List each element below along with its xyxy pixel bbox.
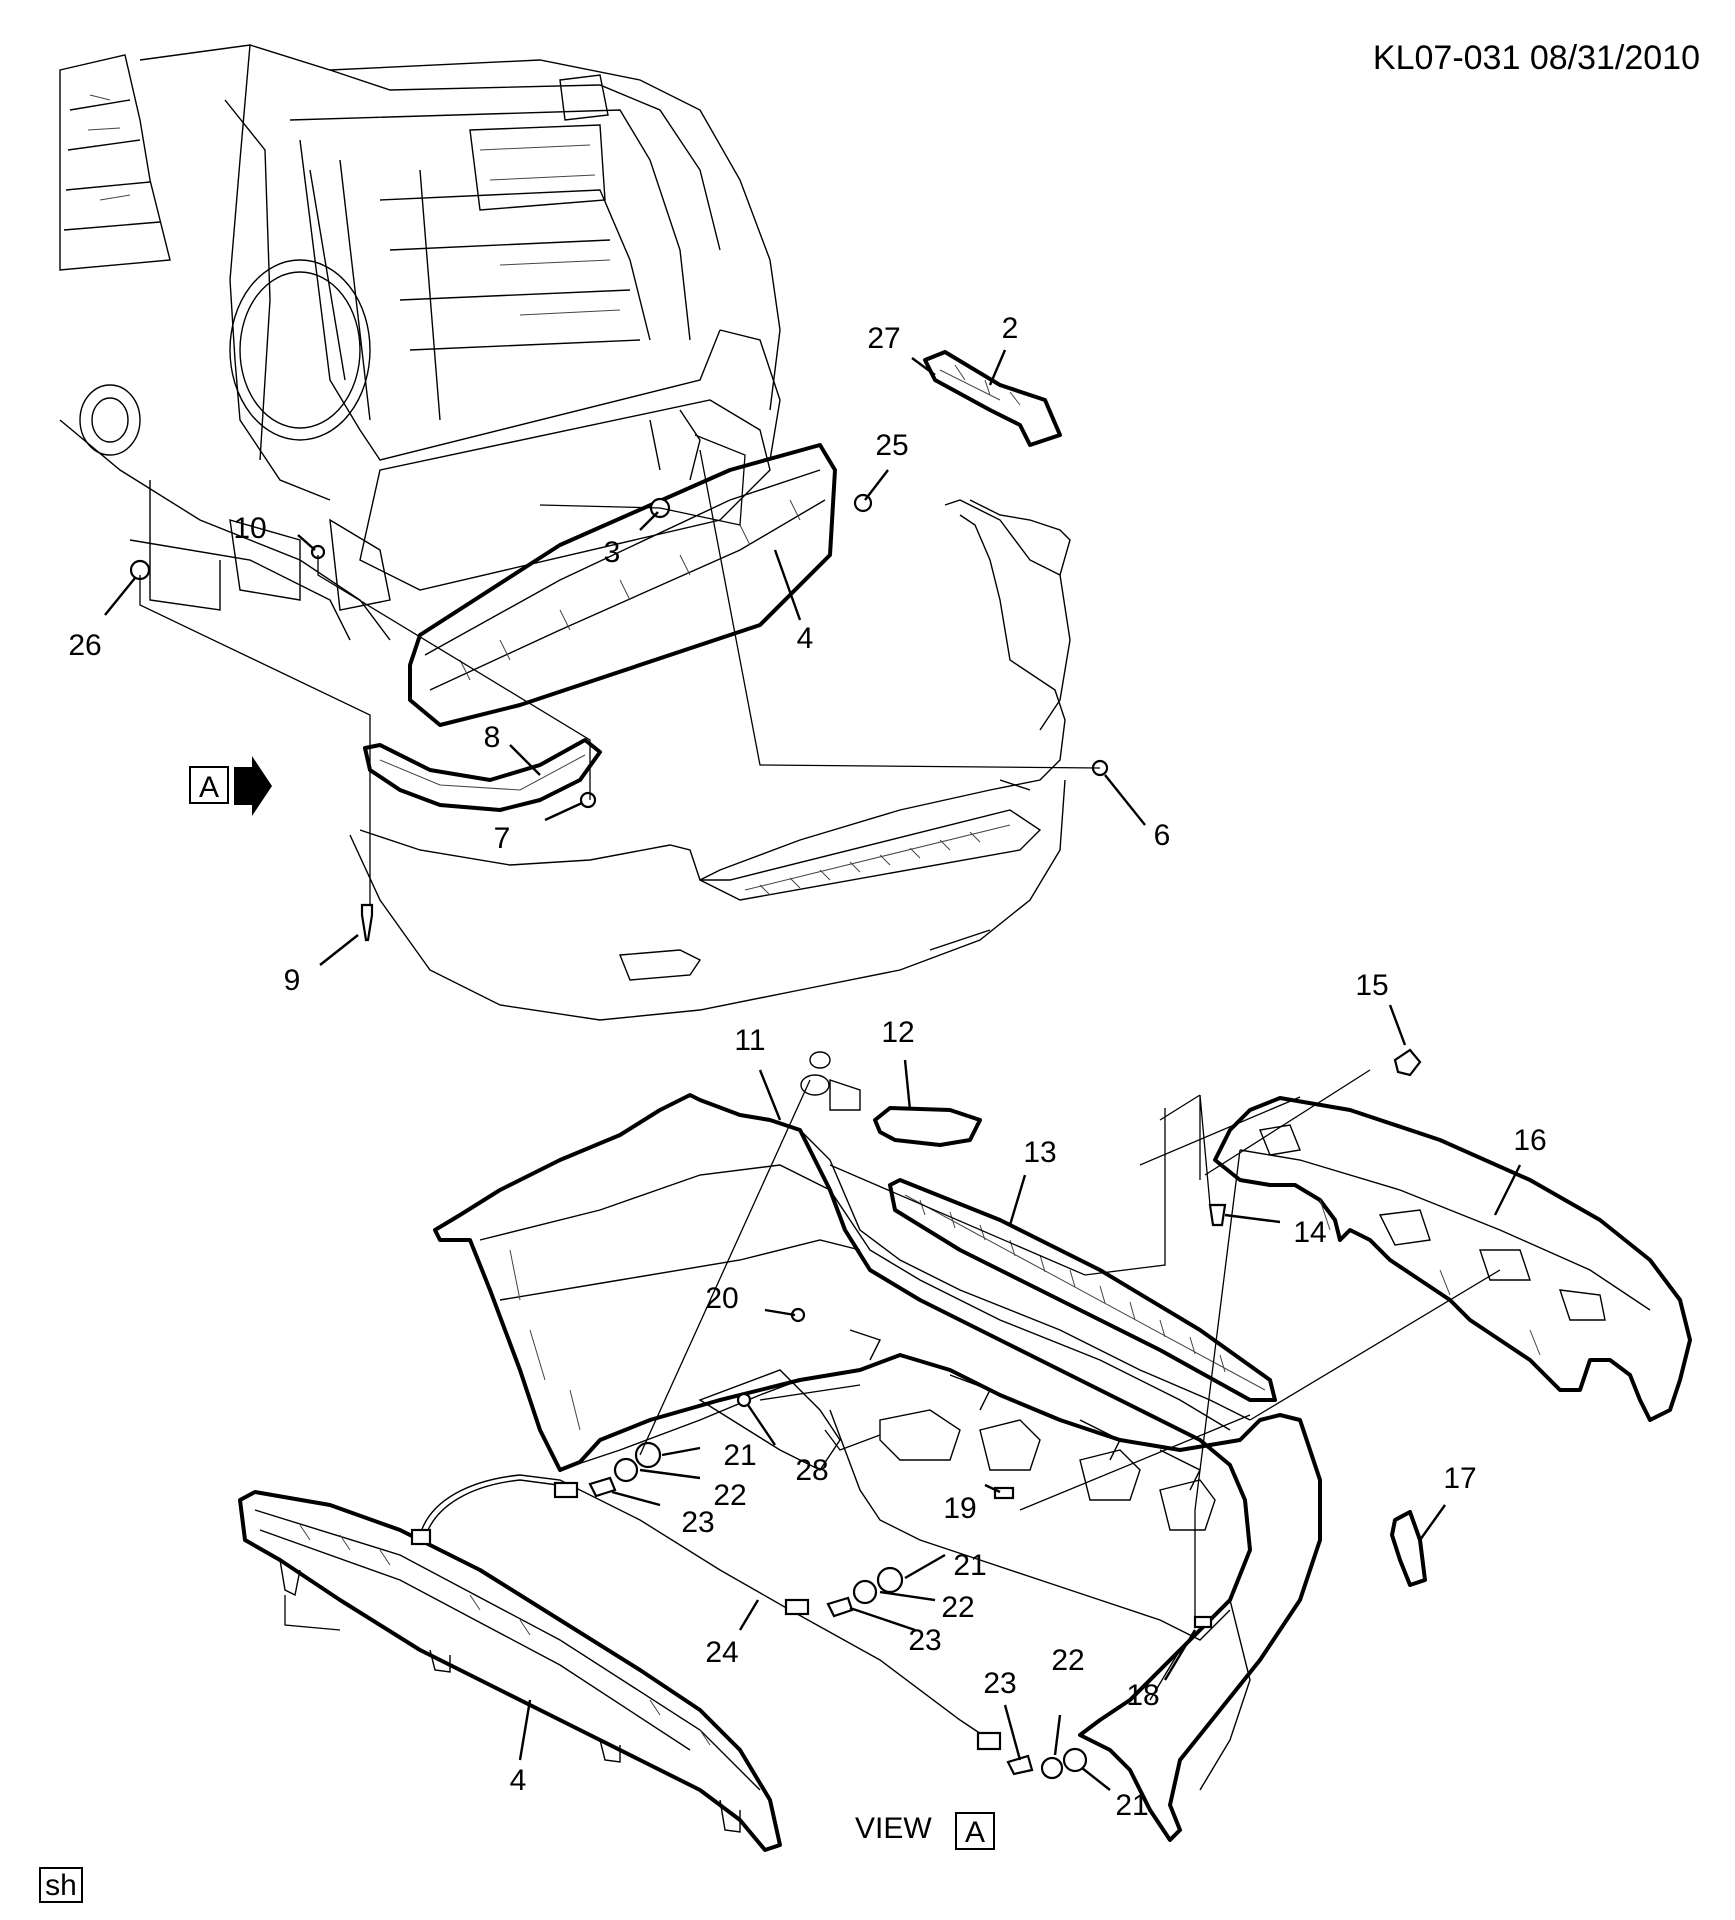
callout-21-a: 21 [723,1439,756,1472]
part-16-valance [1213,1096,1692,1422]
callout-9: 9 [284,964,301,997]
part-17-reflector [1390,1510,1427,1587]
fasteners [129,493,1422,1629]
callout-3: 3 [604,536,621,569]
vehicle-rear-body [59,44,781,641]
callout-6: 6 [1154,819,1171,852]
callout-21-b: 21 [953,1549,986,1582]
part-8-bracket [363,738,602,812]
view-a-marker: A [189,756,272,816]
callout-11: 11 [734,1024,765,1057]
arrow-right-icon [234,756,272,816]
callout-23-a: 23 [681,1506,714,1539]
part-4-upper-reinforcement [408,443,837,727]
callout-22-c: 22 [1051,1644,1084,1677]
callout-22-a: 22 [713,1479,746,1512]
callout-25: 25 [875,429,908,462]
callout-24: 24 [705,1636,738,1669]
callout-23-c: 23 [983,1667,1016,1700]
callout-4-upper: 4 [797,622,814,655]
part-4-lower-reinforcement [238,1490,782,1852]
leader-lines [104,349,1522,1791]
callout-17: 17 [1443,1462,1476,1495]
callout-18: 18 [1126,1679,1159,1712]
part-11-fascia [433,1051,1322,1842]
view-label-prefix: VIEW [855,1812,932,1845]
callout-16: 16 [1513,1124,1546,1157]
callout-26: 26 [68,629,101,662]
callout-labels: 27 2 25 10 3 4 26 8 7 6 9 11 12 15 13 16… [68,312,1546,1822]
part-12-reflector [873,1106,982,1147]
callout-12: 12 [881,1016,914,1049]
view-marker-letter: A [199,771,219,804]
assembly-guides [139,434,1501,1631]
corner-tag-text: sh [45,1869,77,1902]
parking-sensors [588,1441,1088,1780]
callout-22-b: 22 [941,1591,974,1624]
view-a-label: VIEW A [855,1812,995,1850]
callout-7: 7 [494,822,511,855]
upper-fascia [349,499,1071,1021]
view-label-letter: A [965,1816,985,1849]
callout-20: 20 [705,1282,738,1315]
callout-27: 27 [867,322,900,355]
callout-23-b: 23 [908,1624,941,1657]
part-13-step-pad [888,1178,1277,1402]
corner-tag: sh [39,1867,83,1903]
callout-13: 13 [1023,1136,1056,1169]
part-2-bracket [923,350,1062,447]
callout-10: 10 [233,512,266,545]
callout-19: 19 [943,1492,976,1525]
callout-2: 2 [1002,312,1019,345]
diagram-code-date: KL07-031 08/31/2010 [1373,39,1700,77]
callout-8: 8 [484,721,501,754]
callout-14: 14 [1293,1216,1326,1249]
callout-4-lower: 4 [510,1764,527,1797]
callout-21-c: 21 [1115,1789,1148,1822]
part-24-harness [410,1474,1002,1751]
callout-28: 28 [795,1454,828,1487]
callout-15: 15 [1355,969,1388,1002]
